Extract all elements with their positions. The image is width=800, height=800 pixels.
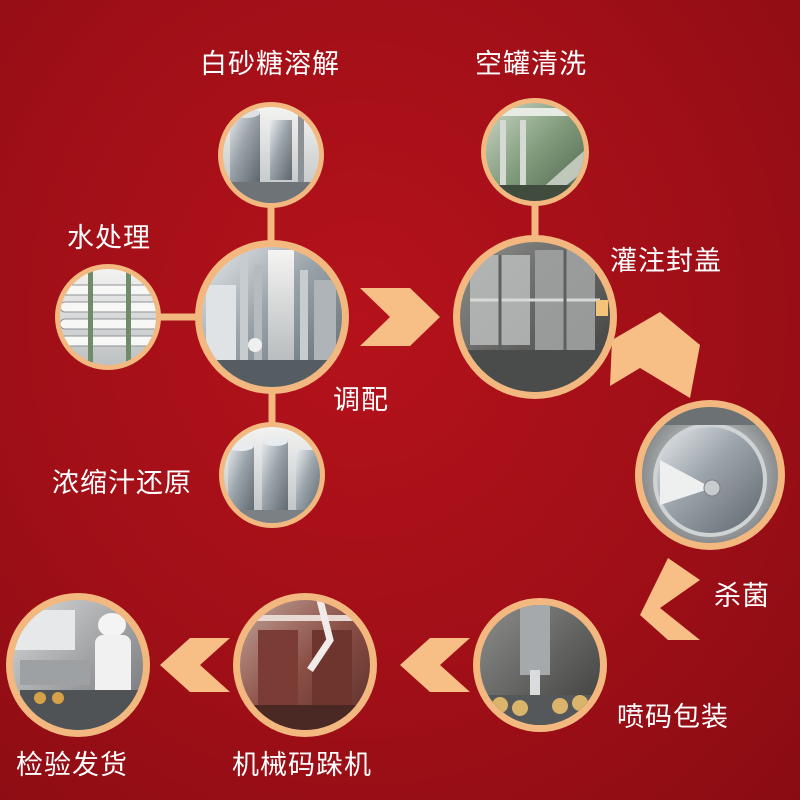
- label-filling-capping: 灌注封盖: [610, 246, 722, 277]
- label-can-wash: 空罐清洗: [475, 49, 587, 80]
- label-robot-palletizer: 机械码跺机: [232, 750, 372, 781]
- label-coding-packing: 喷码包装: [617, 702, 729, 733]
- node-filling-capping: [453, 235, 617, 399]
- node-blending: [195, 240, 349, 394]
- label-water-treatment: 水处理: [67, 223, 151, 254]
- arrow-left-icon: [400, 638, 470, 692]
- label-sugar-dissolve: 白砂糖溶解: [200, 49, 340, 80]
- node-coding-packing: [473, 598, 607, 732]
- node-sterilize: [635, 400, 785, 550]
- arrow-left-icon-2: [160, 638, 230, 692]
- arrow-down-left-icon: [640, 558, 700, 640]
- arrow-right-icon: [360, 288, 440, 346]
- node-sugar-dissolve: [218, 102, 324, 208]
- node-water-treatment: [55, 264, 161, 370]
- arrow-down-right-icon: [610, 312, 700, 398]
- connector-lines: [158, 203, 539, 425]
- label-blending: 调配: [333, 385, 389, 416]
- node-can-wash: [481, 98, 589, 206]
- node-inspect-ship: [6, 593, 150, 737]
- flow-arrows: [160, 288, 700, 692]
- label-inspect-ship: 检验发货: [16, 750, 128, 781]
- label-concentrate-restore: 浓缩汁还原: [52, 468, 192, 499]
- node-concentrate-restore: [219, 422, 325, 528]
- label-sterilize: 杀菌: [714, 581, 770, 612]
- node-robot-palletizer: [233, 593, 377, 737]
